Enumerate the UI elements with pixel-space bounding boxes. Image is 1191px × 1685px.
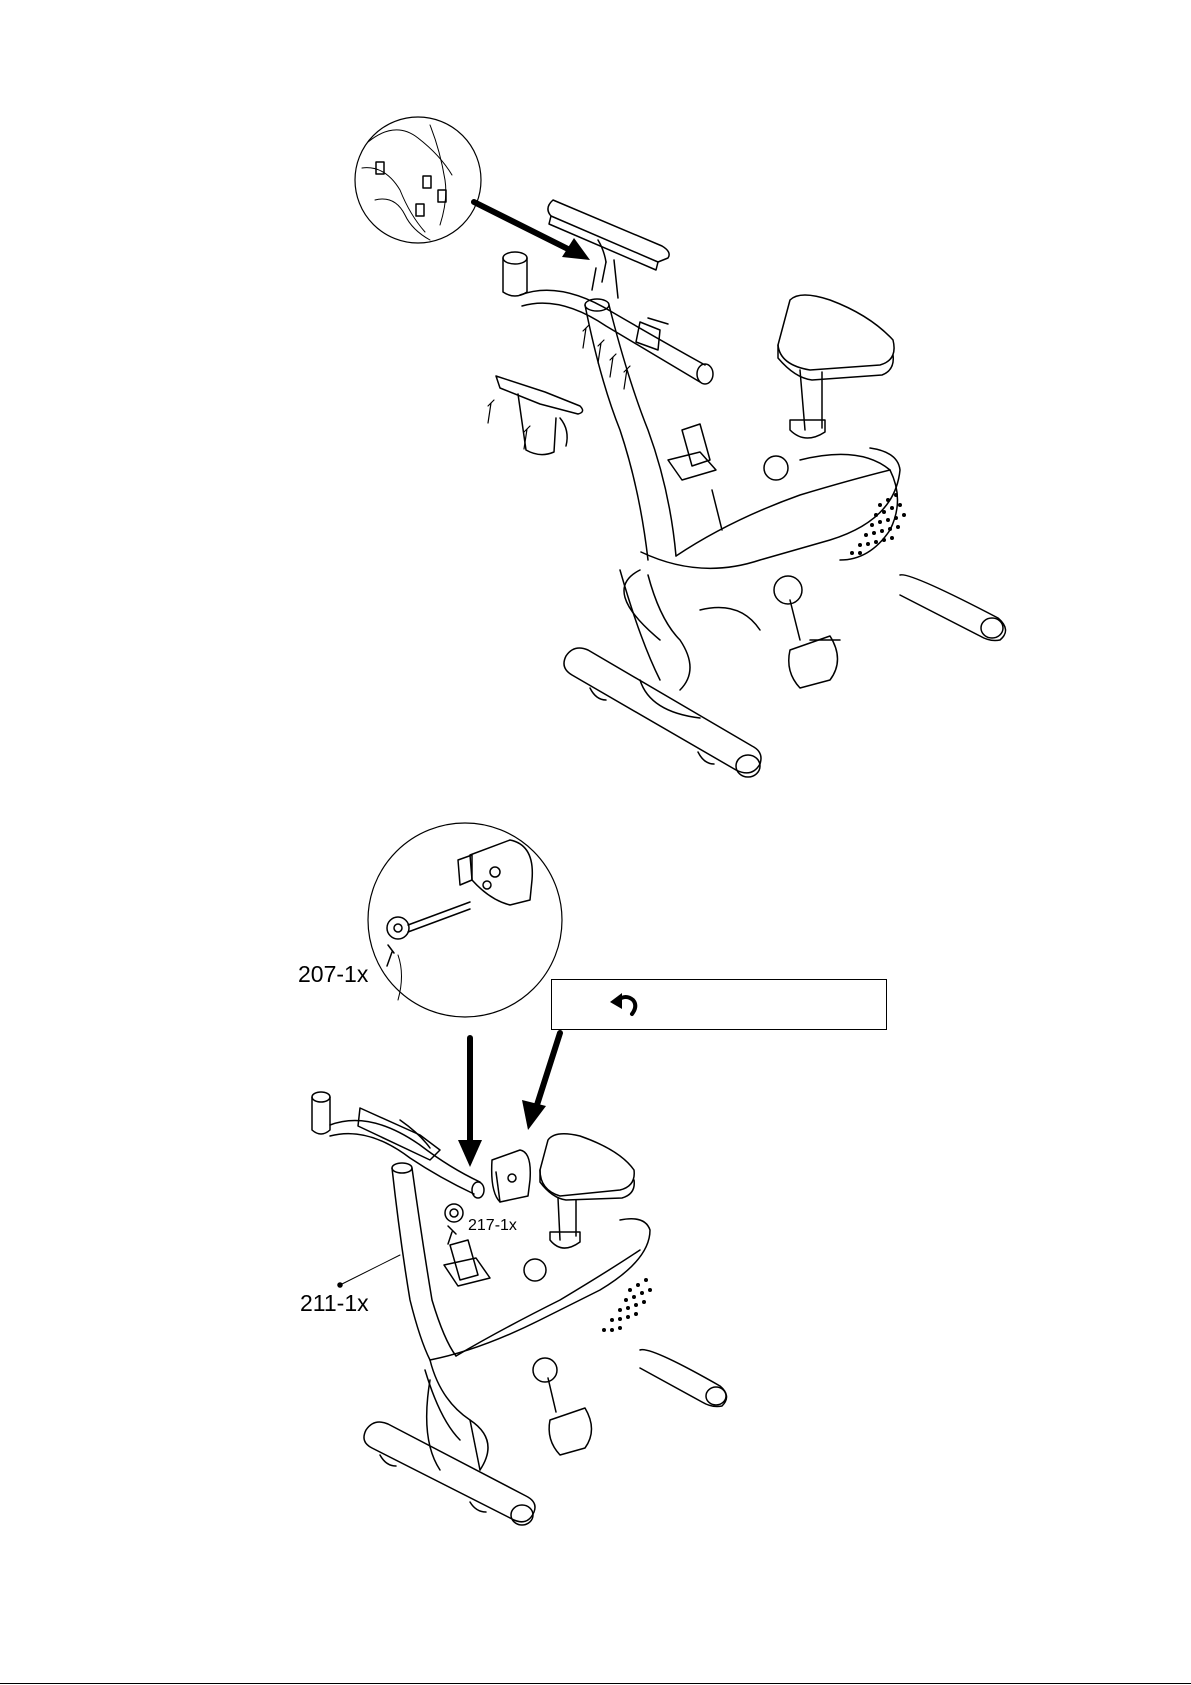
screws [488, 325, 630, 449]
bottom-assembly-figure [312, 823, 727, 1525]
top-assembly-figure [355, 117, 1006, 777]
bottom-arrow-down [458, 1038, 482, 1167]
pedals-top [668, 424, 840, 688]
console-bracket [496, 376, 583, 455]
cable-detail-circle [355, 117, 481, 243]
tension-knob [492, 1150, 531, 1202]
page-bottom-rule [0, 1683, 1191, 1684]
bottom-handlebar [312, 1092, 484, 1198]
bike-frame-top [585, 299, 900, 690]
tension-knob-detail-circle [368, 823, 562, 1017]
bike-frame-bottom [392, 1163, 650, 1470]
top-pointer-arrow [474, 202, 590, 260]
speaker-grill-bottom [602, 1278, 652, 1332]
rotate-counterclockwise-icon [608, 990, 642, 1020]
part-label-217: 217-1x [468, 1218, 517, 1234]
pedals-bottom [444, 1240, 592, 1455]
seat-bottom [524, 1134, 634, 1281]
seat-top [764, 295, 894, 480]
base-bottom [364, 1350, 727, 1525]
handlebar [503, 252, 713, 384]
part-label-207: 207-1x [298, 963, 368, 986]
instruction-callout-box [551, 979, 887, 1030]
part-label-211: 211-1x [300, 1292, 369, 1315]
bottom-arrow-diagonal [522, 1033, 560, 1130]
bottom-small-parts [338, 1204, 463, 1287]
